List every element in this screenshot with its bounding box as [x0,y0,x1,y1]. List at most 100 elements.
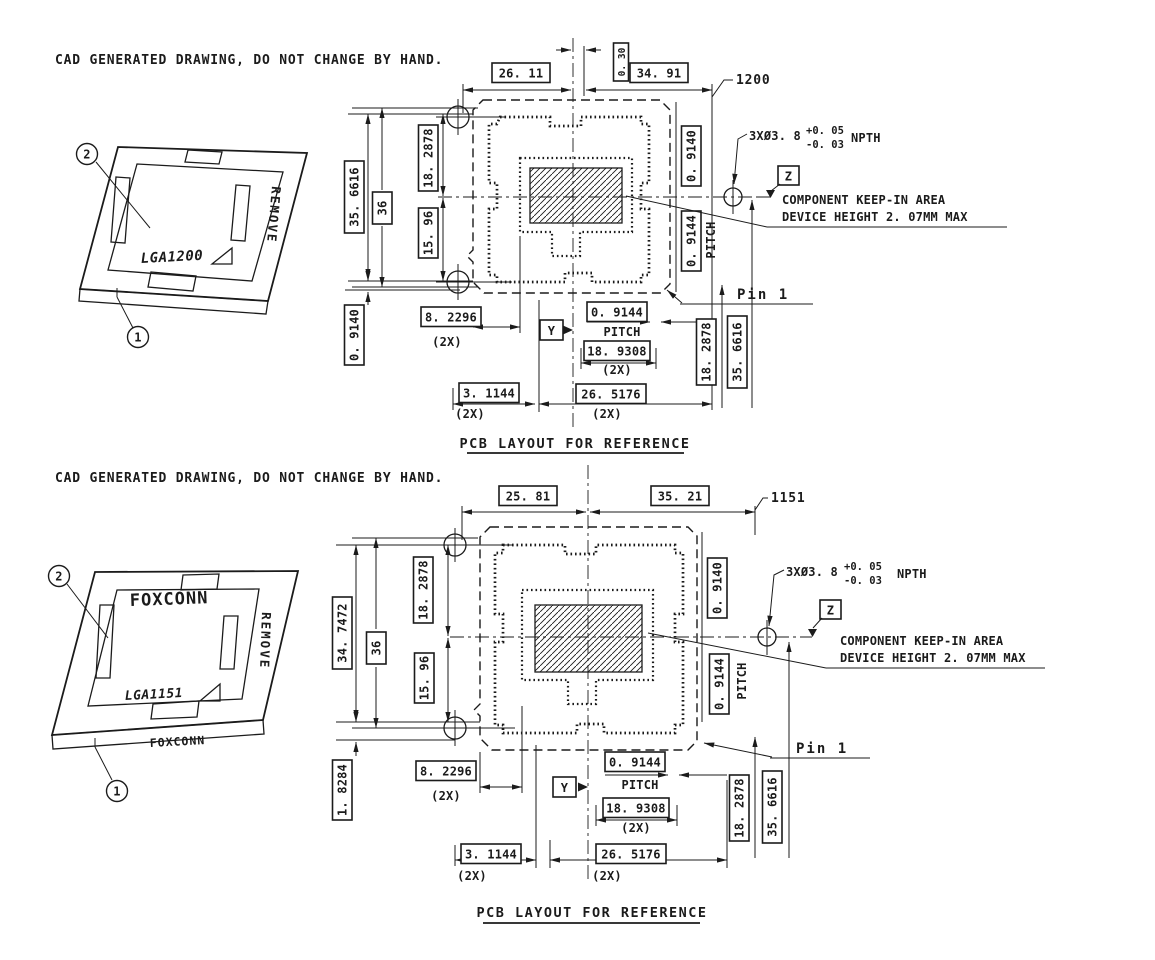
svg-text:18. 2878: 18. 2878 [417,560,431,619]
svg-text:35. 21: 35. 21 [658,490,703,504]
svg-text:3XØ3. 8: 3XØ3. 8 [749,129,801,143]
pin1-triangle-mark [210,246,233,265]
cad-note: CAD GENERATED DRAWING, DO NOT CHANGE BY … [55,53,443,68]
inner-keepout-boundary [520,588,655,706]
dim-right-total: 35. 6616 [726,315,748,389]
hole-note: 3XØ3. 8 +0. 05 -0. 03 NPTH [767,561,927,627]
balloon-1: 1 [94,738,129,803]
hole-note: 3XØ3. 8 +0. 05 -0. 03 NPTH [732,125,881,185]
inner-keepout-boundary [518,156,634,258]
svg-text:Z: Z [827,604,834,618]
svg-text:0. 9140: 0. 9140 [685,130,699,182]
remove-label: REMOVE [257,612,274,670]
pcb-layout-lga1200 [436,38,758,428]
datum-z: Z [808,599,842,637]
balloon-2: 2 [47,564,109,639]
dim-upper-half: 18. 2878 [417,124,439,192]
socket-body-dashed-outline [466,99,671,294]
svg-text:36: 36 [376,201,390,216]
pin1-callout: Pin 1 [666,287,813,305]
dim-span-18: 18. 9308 [602,797,670,819]
dim-top-left: 26. 11 [491,62,551,84]
dim-total-height: 34. 7472 [331,596,353,670]
svg-text:35. 6616: 35. 6616 [348,167,362,226]
socket-isometric-lga1151: FOXCONN LGA1151 REMOVE FOXCONN 2 1 [47,564,300,803]
twox-span-18: (2X) [602,363,632,377]
pin1-callout: Pin 1 [703,741,870,759]
svg-text:8. 2296: 8. 2296 [420,765,472,779]
pkg-callout: 1200 [736,73,771,88]
drawing-lga1151: CAD GENERATED DRAWING, DO NOT CHANGE BY … [47,465,1045,924]
dim-offset-3: 3. 1144 [460,843,522,865]
pkg-leader [754,497,768,511]
dim-body: 36 [371,191,393,225]
socket-bottom-tab [150,700,200,720]
dim-pitch-value: 0. 9144 [586,301,648,323]
svg-text:18. 9308: 18. 9308 [606,802,665,816]
svg-text:1: 1 [113,785,120,799]
svg-text:0. 9144: 0. 9144 [609,756,661,770]
dim-lower-half: 15. 96 [413,652,435,704]
socket-right-latch [230,184,251,242]
socket-bottom-tab [147,271,197,292]
svg-text:+0. 05: +0. 05 [806,125,844,137]
svg-text:34. 91: 34. 91 [637,67,682,81]
svg-text:0. 30: 0. 30 [617,47,628,76]
dim-right-row: 0. 9140 [680,125,702,187]
dim-top-offset: 0. 30 [612,42,630,82]
pitch-label: PITCH [603,325,640,339]
remove-label: REMOVE [264,186,284,244]
svg-text:0. 9140: 0. 9140 [348,309,362,361]
socket-right-latch [219,615,239,670]
socket-left-latch [110,176,131,244]
mounting-holes [436,99,743,300]
pitch-label: PITCH [621,778,658,792]
svg-text:0. 9144: 0. 9144 [591,306,643,320]
keepin-note: COMPONENT KEEP-IN AREA DEVICE HEIGHT 2. … [625,193,1007,228]
svg-text:18. 2878: 18. 2878 [733,778,747,837]
dim-right-upper: 18. 2878 [695,318,717,386]
dim-offset-3: 3. 1144 [458,382,520,404]
svg-text:2: 2 [55,570,62,584]
pcb-layout-lga1151 [440,465,812,880]
svg-text:15. 96: 15. 96 [418,656,432,701]
svg-text:COMPONENT KEEP-IN AREA: COMPONENT KEEP-IN AREA [782,193,946,207]
svg-text:-0. 03: -0. 03 [806,139,844,151]
svg-text:3. 1144: 3. 1144 [465,848,517,862]
dimensions-lga1200: 26. 11 0. 30 34. 91 1200 35. 6616 36 18.… [343,42,1007,454]
twox-span-18: (2X) [621,821,651,835]
right-pitch-label: PITCH [735,662,749,699]
svg-text:8. 2296: 8. 2296 [425,311,477,325]
dim-right-upper: 18. 2878 [728,774,750,842]
svg-text:3XØ3. 8: 3XØ3. 8 [786,565,838,579]
cad-note-2: CAD GENERATED DRAWING, DO NOT CHANGE BY … [55,471,443,486]
twox-span-26: (2X) [592,407,622,421]
dim-span-18: 18. 9308 [583,340,651,362]
dim-left-span: 8. 2296 [415,760,477,782]
svg-text:2: 2 [83,148,90,162]
svg-text:35. 6616: 35. 6616 [731,322,745,381]
dim-top-right: 34. 91 [629,62,689,84]
twox-left-span: (2X) [432,335,462,349]
datum-y: Y [552,776,588,798]
svg-text:3. 1144: 3. 1144 [463,387,515,401]
pin1-triangle-mark [198,682,221,702]
drawing-lga1200: CAD GENERATED DRAWING, DO NOT CHANGE BY … [55,38,1007,454]
view-title: PCB LAYOUT FOR REFERENCE [459,436,690,452]
svg-text:COMPONENT KEEP-IN AREA: COMPONENT KEEP-IN AREA [840,634,1004,648]
component-keepin-hatch [534,604,643,673]
svg-text:0. 9144: 0. 9144 [713,658,727,710]
svg-text:18. 9308: 18. 9308 [587,345,646,359]
dim-right-pitch: 0. 9144 [708,653,730,715]
view-title: PCB LAYOUT FOR REFERENCE [476,905,707,921]
svg-text:Pin 1: Pin 1 [796,741,848,757]
svg-text:18. 2878: 18. 2878 [422,128,436,187]
svg-text:25. 81: 25. 81 [506,490,551,504]
datum-y: Y [539,319,573,341]
svg-text:DEVICE HEIGHT 2. 07MM MAX: DEVICE HEIGHT 2. 07MM MAX [840,651,1026,665]
dim-pitch-value: 0. 9144 [604,751,666,773]
pin-field-boundary [487,115,651,284]
dim-top-right: 35. 21 [650,485,710,507]
datum-z: Z [758,165,800,198]
